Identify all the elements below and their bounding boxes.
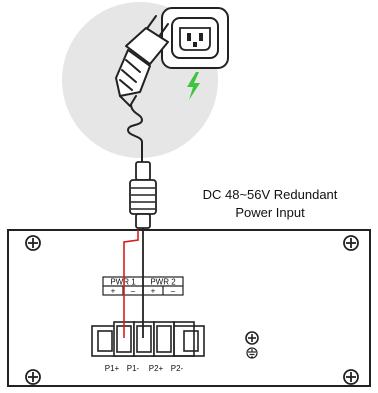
pwr2-label: PWR 2 [150,278,176,287]
ac-outlet-icon [161,7,229,69]
power-cable [126,103,144,162]
sign-label: – [131,287,136,296]
title-line-2: Power Input [235,205,305,220]
pin-label: P2- [171,364,184,373]
positive-wire [123,230,139,338]
screw-icon [25,369,41,385]
sign-label: + [151,287,156,296]
screw-icon [245,331,259,345]
ground-symbol-icon [246,347,258,359]
sign-label: + [111,287,116,296]
power-plug-icon [115,15,169,107]
pin-label: P1+ [105,364,120,373]
lightning-bolt-icon [187,72,200,100]
screw-icon [343,235,359,251]
pin-label: P1- [127,364,140,373]
pin-label: P2+ [149,364,164,373]
terminal-block [91,321,205,357]
screw-icon [343,369,359,385]
title-line-1: DC 48~56V Redundant [202,187,338,202]
screw-icon [25,235,41,251]
power-input-title: DC 48~56V Redundant Power Input [175,186,365,222]
dc-connector [129,161,157,229]
device-panel [7,229,371,387]
sign-label: – [171,287,176,296]
